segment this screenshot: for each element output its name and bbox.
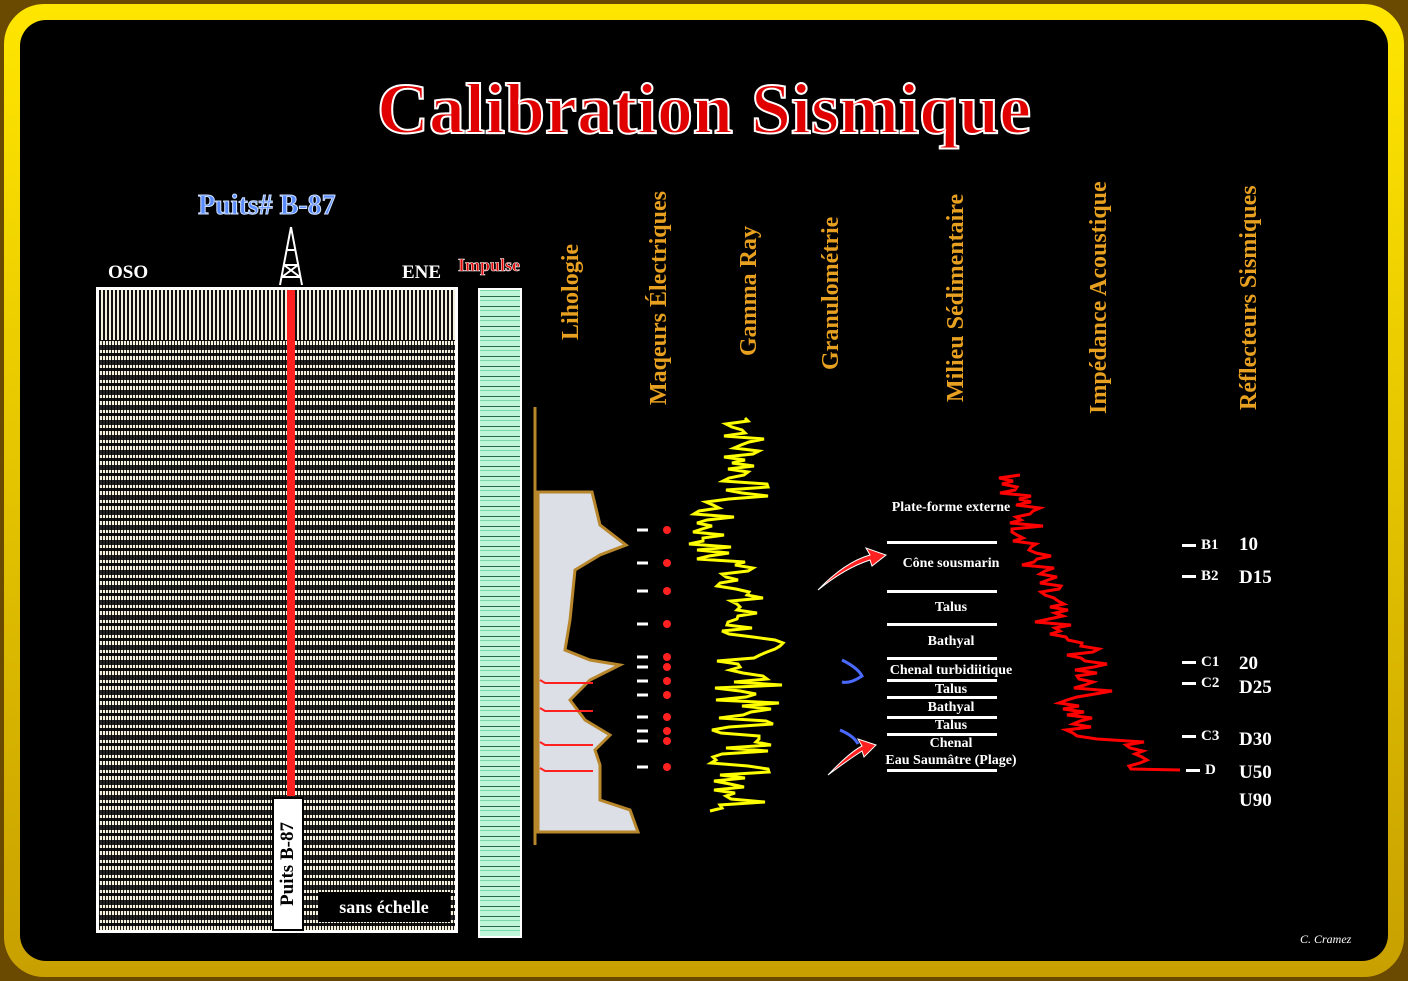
env-divider (887, 696, 997, 699)
env-divider (887, 590, 997, 593)
env-divider (887, 679, 997, 682)
reflector-age: 10 (1239, 534, 1258, 555)
env-divider (887, 657, 997, 660)
reflector-age: U50 (1239, 762, 1272, 783)
east-label: ENE (402, 262, 442, 283)
env-label: Cône sousmarin (902, 556, 1000, 571)
lithology-shale-marks (539, 679, 593, 772)
env-divider (887, 769, 997, 772)
impulse-label: Impulse (458, 255, 521, 276)
env-label: Talus (934, 718, 968, 733)
slide-title: Calibration Sismique (376, 68, 1032, 150)
gamma-ray-curve (688, 416, 786, 813)
arrow-icon (841, 658, 864, 684)
arrow-icon (839, 728, 860, 745)
well-title: Puits# B-87 (198, 190, 337, 222)
reflector-code: C2 (1181, 675, 1220, 691)
env-label: Chenal turbidiitique (889, 663, 1013, 678)
reflector-age: U90 (1239, 790, 1272, 811)
scale-label: sans échelle (318, 892, 450, 922)
marker-dot (663, 727, 671, 735)
marker-dot (663, 713, 671, 721)
marker-dot (663, 691, 671, 699)
reflector-age: D25 (1239, 677, 1272, 698)
env-label: Talus (934, 682, 968, 697)
marker-dot (663, 663, 671, 671)
shale-mark (539, 679, 593, 684)
electric-markers (637, 526, 671, 771)
shale-mark (539, 707, 593, 712)
marker-dot (663, 587, 671, 595)
marker-dot (663, 526, 671, 534)
marker-dot (663, 620, 671, 628)
env-label: Bathyal (927, 700, 975, 715)
env-divider (887, 716, 997, 719)
reflector-age: D15 (1239, 567, 1272, 588)
impedance-curve (998, 473, 1181, 772)
reflector-code: C3 (1181, 728, 1220, 744)
marker-dot (663, 653, 671, 661)
well-trajectory (287, 290, 295, 796)
impulse-trace (478, 288, 522, 938)
reflector-code: C1 (1181, 654, 1220, 670)
credit: C. Cramez (1300, 932, 1352, 946)
reflector-age: D30 (1239, 729, 1272, 750)
marker-dot (663, 559, 671, 567)
arrow-icon (827, 738, 877, 776)
marker-dot (663, 677, 671, 685)
shale-mark (539, 741, 593, 746)
env-label: Chenal (929, 736, 973, 751)
reflector-code: B2 (1182, 568, 1219, 584)
derrick-icon (279, 226, 303, 286)
lithology-column (536, 490, 641, 834)
arrow-icon (817, 547, 888, 591)
env-divider (887, 733, 997, 736)
env-divider (887, 623, 997, 626)
west-label: OSO (108, 262, 149, 283)
reflector-age: 20 (1239, 653, 1258, 674)
env-label: Talus (934, 600, 968, 615)
well-label-box: Puits B-87 (272, 797, 304, 931)
env-label: Eau Saumâtre (Plage) (885, 753, 1017, 768)
env-label: Bathyal (927, 634, 975, 649)
env-label: Plate-forme externe (891, 500, 1011, 515)
reflector-code: D (1186, 762, 1216, 778)
marker-dot (663, 737, 671, 745)
shale-mark (539, 767, 593, 772)
seismic-top-band (99, 290, 455, 340)
env-divider (887, 541, 997, 544)
marker-dot (663, 763, 671, 771)
reflector-code: B1 (1182, 537, 1219, 553)
